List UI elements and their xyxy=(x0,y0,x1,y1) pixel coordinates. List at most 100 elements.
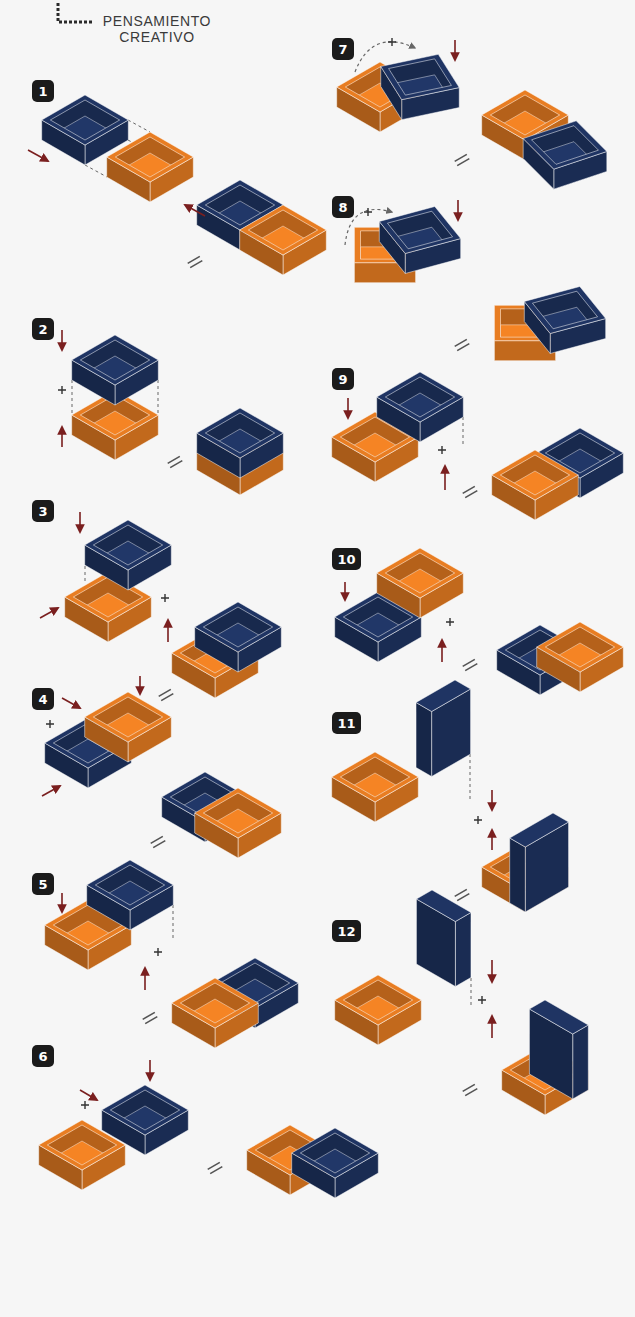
move-arrow xyxy=(79,512,81,532)
guide-line xyxy=(85,566,86,582)
navy-box xyxy=(72,335,159,405)
orange-box xyxy=(195,788,282,858)
plus-sign xyxy=(474,816,482,824)
guide-line xyxy=(463,417,464,445)
equal-sign xyxy=(455,154,470,165)
box-floor xyxy=(80,356,149,396)
callout-number-text: 5 xyxy=(38,878,47,891)
equal-bar xyxy=(188,256,203,267)
box-inside xyxy=(115,137,184,193)
callout-number: 1 xyxy=(32,80,54,102)
guide-line xyxy=(158,380,159,415)
box-floor xyxy=(115,153,184,193)
box-floor xyxy=(203,809,272,849)
box-rim xyxy=(343,980,412,1020)
box-floor xyxy=(389,75,452,111)
orange-box xyxy=(537,622,624,692)
equal-sign xyxy=(463,1084,478,1095)
box-inside xyxy=(545,627,614,683)
box-top xyxy=(529,1000,588,1034)
callout-number: 11 xyxy=(332,712,361,734)
equal-bar xyxy=(463,1084,478,1095)
navy-box xyxy=(529,1000,588,1099)
box-inside xyxy=(203,793,272,849)
box-rim xyxy=(95,865,164,905)
plus-sign xyxy=(446,618,454,626)
navy-box xyxy=(197,408,284,478)
box-inside xyxy=(343,980,412,1036)
callout-number-text: 2 xyxy=(38,323,47,336)
callout-number: 9 xyxy=(332,368,354,390)
title: PENSAMIENTO CREATIVO xyxy=(98,13,216,45)
navy-box xyxy=(87,860,174,930)
box-rim xyxy=(389,59,452,95)
orange-box xyxy=(240,205,327,275)
box-inside xyxy=(205,413,274,469)
callout-number: 12 xyxy=(332,920,361,942)
guides xyxy=(72,120,471,1005)
equal-bar xyxy=(159,689,174,700)
box-floor xyxy=(205,429,274,469)
box-floor xyxy=(500,471,569,511)
box-top xyxy=(379,207,460,254)
box-floor xyxy=(340,433,409,473)
plus-sign xyxy=(478,996,486,1004)
navy-box xyxy=(416,680,471,777)
box-top xyxy=(416,890,471,922)
move-arrow xyxy=(441,640,443,662)
box-inside xyxy=(389,59,452,111)
guide-line xyxy=(128,120,150,132)
equal-bar xyxy=(143,1012,158,1023)
guide-line xyxy=(72,380,73,415)
plus-sign xyxy=(58,386,66,394)
move-arrow xyxy=(491,830,493,850)
box-rim xyxy=(205,413,274,453)
move-arrow xyxy=(144,968,146,990)
box-inside xyxy=(93,697,162,753)
equal-sign xyxy=(159,689,174,700)
box-inside xyxy=(95,865,164,921)
equal-bar xyxy=(208,1162,223,1173)
move-arrow xyxy=(454,40,456,60)
guide-line xyxy=(173,905,174,940)
box-inside xyxy=(110,1090,179,1146)
move-arrow xyxy=(347,398,349,418)
callout-number-text: 7 xyxy=(338,43,347,56)
box-rim xyxy=(93,697,162,737)
orange-box xyxy=(335,975,422,1045)
box-floor xyxy=(93,541,162,581)
box-rim xyxy=(385,553,454,593)
box-floor xyxy=(385,569,454,609)
equal-sign xyxy=(208,1162,223,1173)
callout-number-text: 12 xyxy=(337,925,355,938)
plus-sign xyxy=(154,948,162,956)
box-top xyxy=(524,287,605,334)
callout-number: 8 xyxy=(332,196,354,218)
navy-box xyxy=(524,287,605,354)
box-floor xyxy=(300,1149,369,1189)
box-side xyxy=(455,913,471,987)
box-rim xyxy=(93,525,162,565)
navy-box xyxy=(195,602,282,672)
box-inside xyxy=(248,210,317,266)
callout-number: 2 xyxy=(32,318,54,340)
plus-sign xyxy=(438,446,446,454)
callout-number-text: 6 xyxy=(38,1050,47,1063)
navy-box xyxy=(381,54,459,119)
navy-box xyxy=(102,1085,189,1155)
title-bracket xyxy=(58,3,94,22)
navy-box xyxy=(510,813,569,912)
move-arrow xyxy=(139,676,141,694)
move-arrow xyxy=(344,582,346,600)
equal-sign xyxy=(455,889,470,900)
equal-bar xyxy=(455,889,470,900)
box-inside xyxy=(340,757,409,813)
callout-number-text: 1 xyxy=(38,85,47,98)
box-floor xyxy=(73,593,142,633)
move-arrow xyxy=(42,786,60,796)
box-rim xyxy=(385,377,454,417)
move-arrow xyxy=(62,698,80,708)
box-inside xyxy=(385,553,454,609)
equal-sign xyxy=(463,486,478,497)
